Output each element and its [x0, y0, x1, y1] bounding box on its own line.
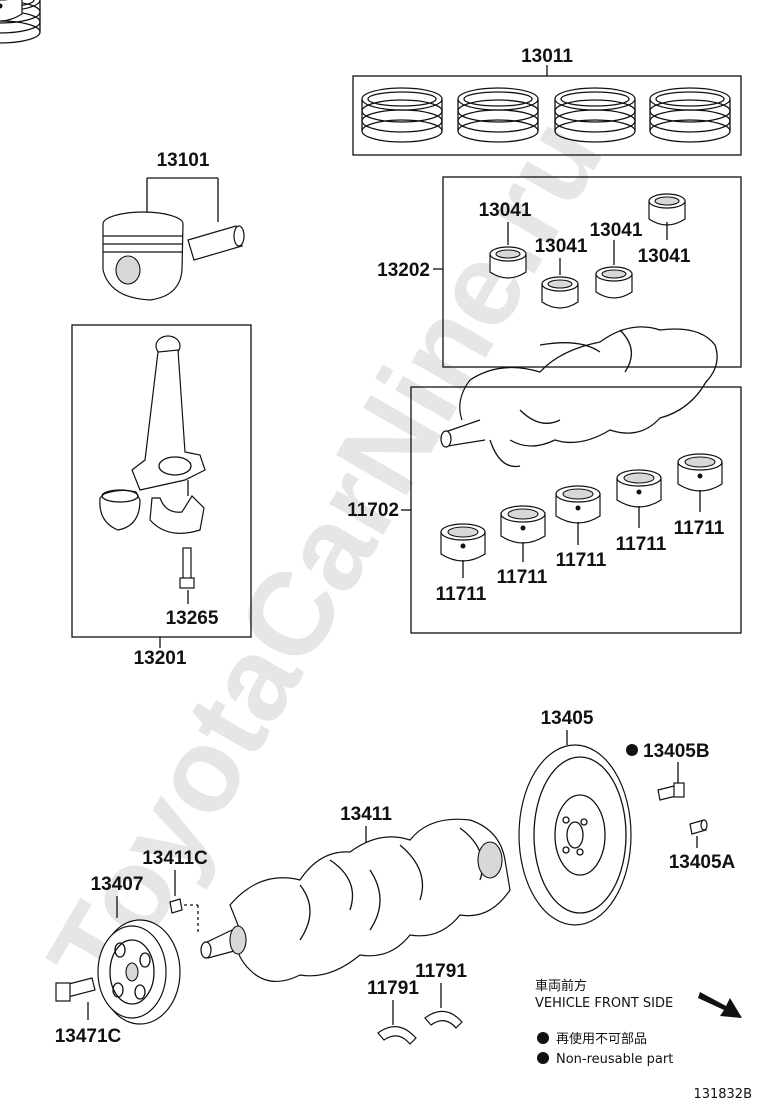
connecting-rod-box [71, 324, 252, 638]
crankshaft-illustration [200, 818, 511, 982]
thrust-washer-illustration [377, 1010, 463, 1045]
rod-bearing-illustration [99, 489, 141, 531]
knock-pin-illustration [689, 819, 708, 835]
part-label-13201[interactable]: 13201 [134, 648, 187, 669]
rod-bolt-illustration [179, 547, 195, 589]
part-label-11711-e[interactable]: 11711 [674, 518, 725, 539]
rod-bearing-set-box [442, 176, 742, 368]
part-label-13471C[interactable]: 13471C [55, 1026, 122, 1047]
pulley-bolt-illustration [55, 977, 96, 1002]
legend-non-reusable-dot [537, 1032, 549, 1044]
part-label-13405[interactable]: 13405 [541, 708, 594, 729]
part-label-11711-b[interactable]: 11711 [497, 567, 548, 588]
part-label-13101[interactable]: 13101 [157, 150, 210, 171]
part-label-13041-c[interactable]: 13041 [590, 220, 643, 241]
non-reusable-marker-13405B [626, 744, 638, 756]
crankshaft-pulley-illustration [97, 919, 181, 1025]
main-bearing-shells [0, 0, 723, 562]
legend-front-en: VEHICLE FRONT SIDE [535, 996, 673, 1011]
part-label-13405B[interactable]: 13405B [643, 741, 710, 762]
piston-illustration [102, 211, 184, 301]
part-label-13041-b[interactable]: 13041 [535, 236, 588, 257]
flywheel-illustration [518, 744, 632, 926]
part-label-13411C[interactable]: 13411C [142, 848, 208, 869]
part-label-11711-c[interactable]: 11711 [556, 550, 607, 571]
legend-nonreuse-jp: 再使用不可部品 [556, 1031, 647, 1047]
part-label-11791-b[interactable]: 11791 [415, 961, 467, 982]
crank-key-illustration [169, 898, 183, 914]
part-label-13041-a[interactable]: 13041 [479, 200, 532, 221]
legend-nonreuse-en: Non-reusable part [556, 1052, 673, 1067]
part-label-13407[interactable]: 13407 [91, 874, 144, 895]
front-direction-arrow-icon [698, 992, 742, 1018]
piston-ring-set-illustration [0, 0, 731, 143]
crankshaft-ghost-illustration [440, 326, 718, 468]
part-label-11791-a[interactable]: 11791 [367, 978, 419, 999]
rod-cap-illustration [149, 480, 205, 534]
part-label-11711-a[interactable]: 11711 [436, 584, 487, 605]
part-label-13011[interactable]: 13011 [521, 46, 573, 67]
part-label-13411[interactable]: 13411 [340, 804, 392, 825]
part-label-13405A[interactable]: 13405A [669, 852, 736, 873]
part-label-11711-d[interactable]: 11711 [616, 534, 667, 555]
legend-front-jp: 車両前方 [535, 978, 587, 994]
diagram-id: 131832B [693, 1087, 752, 1102]
flywheel-bolt-illustration [657, 782, 685, 801]
connecting-rod-illustration [131, 335, 206, 491]
part-label-13265[interactable]: 13265 [166, 608, 219, 629]
legend-non-reusable-dot-2 [537, 1052, 549, 1064]
part-label-13041-d[interactable]: 13041 [638, 246, 691, 267]
piston-pin-illustration [187, 225, 245, 261]
part-label-13202[interactable]: 13202 [377, 260, 430, 281]
part-label-11702[interactable]: 11702 [347, 500, 399, 521]
leader-13101 [146, 177, 219, 222]
